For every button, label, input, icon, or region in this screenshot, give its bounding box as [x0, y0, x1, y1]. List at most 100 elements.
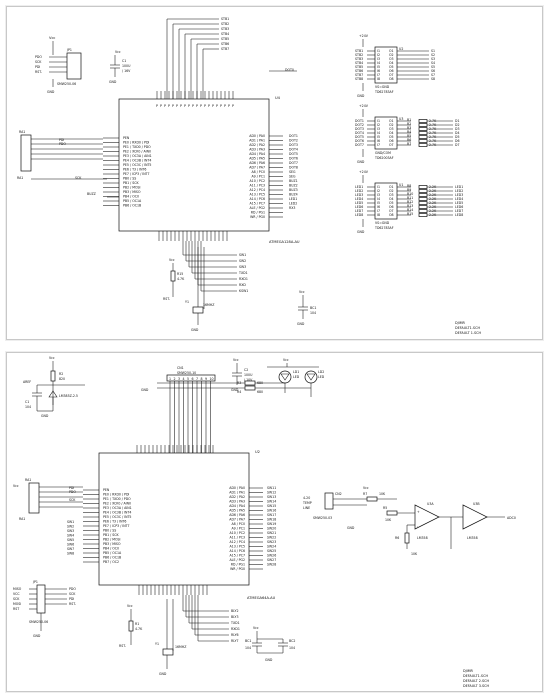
driver-resistor-ref: R2 [407, 122, 411, 126]
crystal-y1: Y1 16MHZ GND [185, 247, 215, 332]
driver-in-pin: I2 [377, 189, 380, 193]
driver-in-net: DOT6 [355, 139, 364, 143]
mcu-pin-label: PB6 / OC1B [103, 556, 121, 560]
svg-text:GND: GND [47, 90, 55, 94]
mcu-pin-label: A12 / PC4 [249, 188, 265, 192]
mcu-pin-label: AD2 / PA2 [249, 143, 265, 147]
svg-text:10K: 10K [379, 492, 386, 496]
bottom-net-label: RXD1 [231, 627, 240, 631]
right-net-label: BUZ1 [289, 179, 298, 183]
stb-net-label: STB5 [221, 37, 229, 41]
mcu-pin-label: A8 / PC0 [232, 522, 246, 526]
mcu-pin-label: PE6 / T3 / INT6 [123, 168, 146, 172]
mcu-pin-label: PE1 / TXD0 / PDO [123, 145, 151, 149]
driver-resistor [418, 127, 428, 131]
svg-text:PDI: PDI [59, 138, 64, 142]
svg-text:10K: 10K [411, 552, 418, 556]
driver-in-net: DOT2 [355, 123, 364, 127]
isp-left-net: VCC [13, 592, 20, 596]
driver-in-net: LED7 [355, 209, 363, 213]
mcu-top-pin-label: P [156, 104, 158, 108]
driver-out-net: S8 [431, 77, 435, 81]
mcu-pin-label: PB1 / SCK [123, 181, 139, 185]
driver-gnd: GND [357, 160, 365, 164]
driver-resistor [418, 143, 428, 147]
driver-out-pin: O1 [389, 185, 394, 189]
svg-text:R5: R5 [383, 506, 387, 510]
driver-out-pin: O5 [389, 201, 394, 205]
bottom-net-label: RXD [239, 283, 246, 287]
driver-resistor-ref: R8 [407, 184, 411, 188]
driver-out-net: D1 [455, 119, 459, 123]
mcu-pin-label: PB0 / SS [123, 177, 136, 181]
svg-text:+: + [417, 510, 420, 514]
stb-net-label: STB1 [221, 17, 229, 21]
driver-in-pin: I7 [377, 209, 380, 213]
left-net-label: SW7 [67, 547, 74, 551]
mcu-pin-label: A13 / PC5 [229, 545, 245, 549]
mcu-pin-label: PE3 / OC3A / AIN1 [123, 154, 152, 158]
svg-text:U2: U2 [255, 450, 260, 454]
svg-text:DEFAULT 2.SCH: DEFAULT 2.SCH [463, 679, 490, 683]
mcu-top-pin-label: P [200, 104, 202, 108]
mcu-top-pin-label: P [220, 104, 222, 108]
driver-in-net: STB2 [355, 53, 363, 57]
driver-supply: +24V [359, 170, 369, 174]
driver-out-pin: O4 [389, 61, 394, 65]
driver-in-net: STB5 [355, 65, 363, 69]
driver-in-pin: I1 [377, 119, 380, 123]
driver-in-net: STB7 [355, 73, 363, 77]
isp-net-label: PDI [35, 65, 40, 69]
mcu-pin-label: AD5 / PA5 [249, 157, 265, 161]
mcu-pin-label: ALE / PG2 [230, 558, 246, 562]
driver-in-net: LED4 [355, 197, 363, 201]
mcu-pin-label: A9 / PC1 [252, 175, 266, 179]
mcu-pin-label: PE5 / OC3C / INT5 [123, 163, 151, 167]
bottom-net-label: TXD1 [238, 271, 248, 275]
right-net-label: RX3 [289, 206, 295, 210]
title-block-2: DJIMR DEFAULT1.SCH DEFAULT 2.SCH DEFAULT… [463, 669, 490, 688]
right-net-label: SW20 [267, 527, 276, 531]
driver-out-net: D7 [455, 143, 459, 147]
svg-text:R2: R2 [59, 372, 63, 376]
driver-out-pin: O4 [389, 131, 394, 135]
svg-text:R4: R4 [237, 390, 241, 394]
mcu-pin-label: PE6 / T3 / INT6 [103, 520, 126, 524]
cn1-pin-number: 7 [196, 377, 198, 381]
mcu-pin-label: A14 / PC6 [249, 197, 265, 201]
driver-in-pin: I8 [377, 213, 380, 217]
mcu-pin-label: ALE / PG2 [250, 206, 266, 210]
mcu-pin-label: PB5 / OC1A [123, 199, 142, 203]
driver-resistor-ref: R9 [407, 188, 411, 192]
driver-resistor-ref: R5 [407, 134, 411, 138]
mcu-pin-label: A9 / PC1 [232, 527, 246, 531]
driver-out-pin: O3 [389, 193, 394, 197]
bottom-net-label: SW2 [239, 259, 246, 263]
driver-in-net: DOT3 [355, 127, 364, 131]
mcu-pin-label: AD5 / PA5 [229, 509, 245, 513]
mcu-pin-label: PB1 / SCK [103, 533, 119, 537]
left-net-label: SW2 [67, 525, 74, 529]
svg-text:680: 680 [257, 390, 263, 394]
driver-out-net: LED1 [455, 185, 463, 189]
driver-out-pin: O8 [389, 77, 394, 81]
driver-out-pin: O7 [389, 73, 394, 77]
cn1-pin-number: 2 [174, 377, 176, 381]
driver-out-net: D6 [455, 139, 459, 143]
driver-in-net: DOT5 [355, 135, 364, 139]
mcu-pin-label: AD7 / PA7 [249, 166, 265, 170]
mcu-pin-label: PB7 / OC2 [103, 560, 119, 564]
isp-right-net: SCK [69, 592, 76, 596]
svg-text:BC1: BC1 [310, 306, 316, 310]
svg-text:GND: GND [347, 526, 355, 530]
svg-text:Vcc: Vcc [49, 36, 55, 40]
driver-gnd: GND [357, 230, 365, 234]
svg-text:RA1: RA1 [25, 478, 31, 482]
driver-gnd: GND [357, 94, 365, 98]
driver-in-pin: I6 [377, 205, 380, 209]
